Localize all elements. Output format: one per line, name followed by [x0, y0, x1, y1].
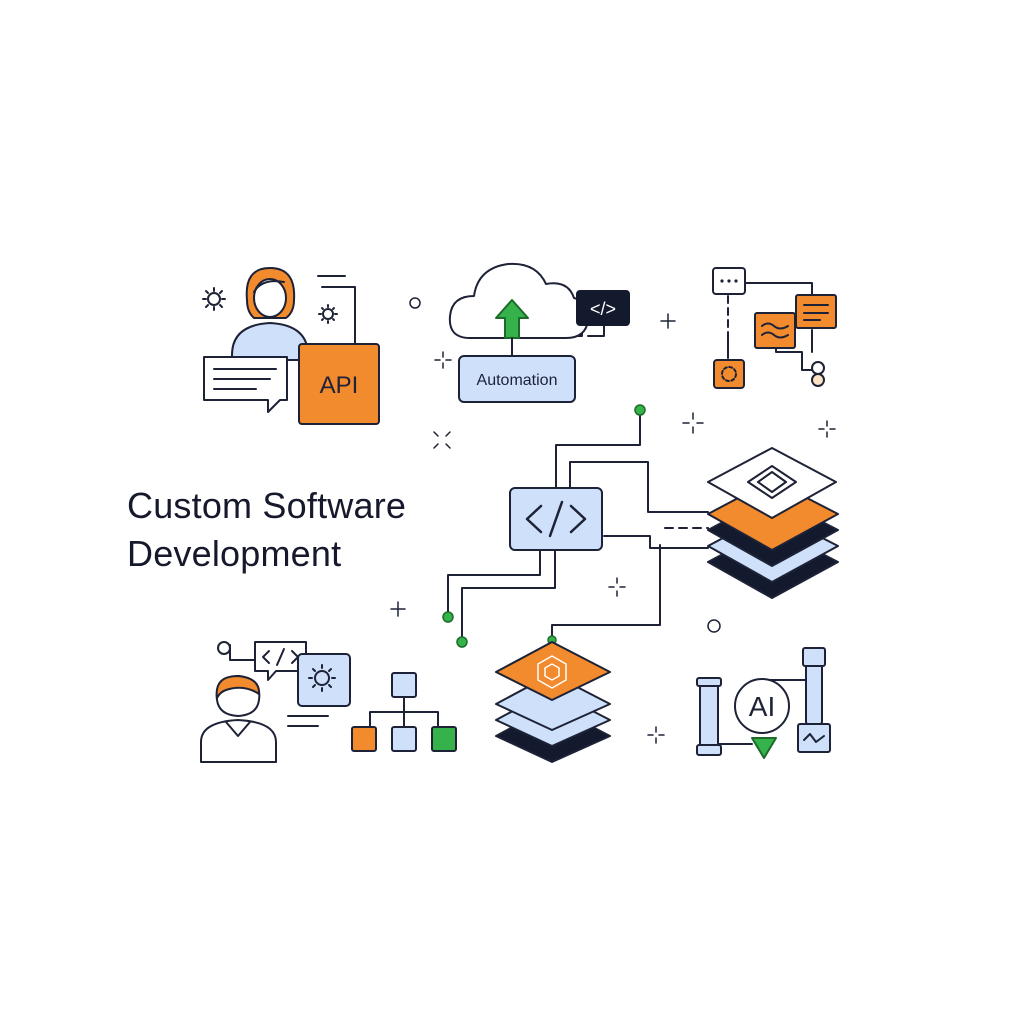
gear-icon [318, 304, 338, 324]
code-bubble-icon [254, 641, 307, 681]
upload-arrow-icon [495, 299, 529, 357]
automation-card: Automation [458, 355, 576, 403]
api-developer-group: API [202, 267, 380, 425]
title-line-2: Development [127, 533, 342, 574]
page-title: Custom Software Development [127, 482, 406, 578]
node-dot [456, 636, 468, 648]
automation-group: Automation </> [448, 262, 630, 403]
node-dot [442, 611, 454, 623]
developer-group [200, 641, 457, 763]
code-tag-label: </> [590, 299, 616, 319]
api-label: API [320, 372, 359, 399]
chat-bubble-icon [203, 356, 288, 413]
ai-label: AI [749, 691, 775, 722]
title-line-1: Custom Software [127, 485, 407, 526]
layer-stack-icon [707, 447, 839, 599]
person-icon [200, 675, 277, 763]
layer-stack-icon [495, 641, 611, 763]
status-dot [217, 641, 231, 655]
code-icon: </> [576, 290, 630, 326]
ai-icon: AI [696, 647, 831, 759]
hierarchy-icon [351, 672, 457, 752]
api-card: API [298, 343, 380, 425]
gear-icon [202, 287, 226, 311]
sparkle-icon [390, 297, 836, 744]
gear-icon [297, 653, 351, 707]
automation-label: Automation [477, 372, 558, 389]
node-dot [634, 404, 646, 416]
flowchart-icon [712, 267, 837, 389]
code-editor-card [509, 487, 603, 551]
person-icon [231, 267, 309, 361]
